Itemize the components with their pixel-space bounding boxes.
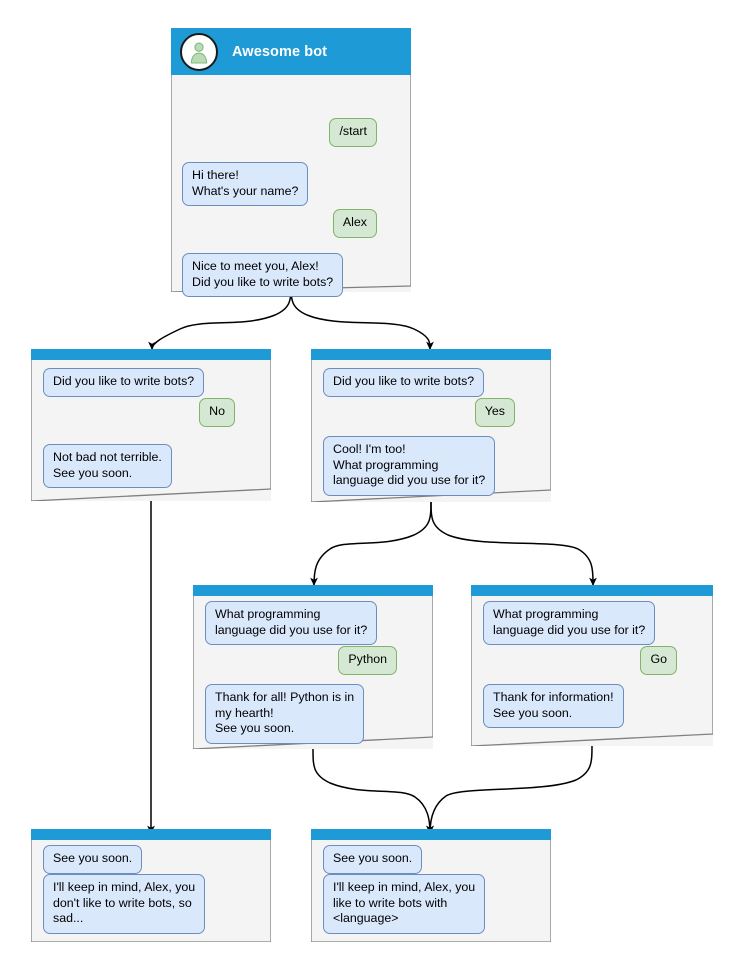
edge-yes-to-go: [430, 499, 597, 586]
edge-go-to-end-happy: [426, 744, 593, 834]
message-bubble[interactable]: Python: [338, 646, 397, 675]
message-bubble[interactable]: Did you like to write bots?: [323, 368, 485, 397]
card-yes-branch[interactable]: Did you like to write bots? Yes Cool! I'…: [311, 349, 551, 502]
message-bubble[interactable]: /start: [329, 118, 377, 147]
card-header-bar: [31, 829, 271, 840]
card-header-bar: [193, 585, 433, 596]
chat-body: See you soon. I'll keep in mind, Alex, y…: [311, 840, 551, 942]
edge-yes-to-python: [310, 499, 432, 586]
card-python-branch[interactable]: What programming language did you use fo…: [193, 585, 433, 749]
card-end-happy[interactable]: See you soon. I'll keep in mind, Alex, y…: [311, 829, 551, 942]
card-header-bar: [471, 585, 713, 596]
message-bubble[interactable]: Alex: [332, 209, 377, 238]
card-header-bar: [31, 349, 271, 360]
message-bubble[interactable]: Yes: [474, 398, 515, 427]
message-bubble[interactable]: Did you like to write bots?: [43, 368, 205, 397]
card-end-sad[interactable]: See you soon. I'll keep in mind, Alex, y…: [31, 829, 271, 942]
chat-body: What programming language did you use fo…: [193, 596, 433, 749]
card-go-branch[interactable]: What programming language did you use fo…: [471, 585, 713, 746]
message-bubble[interactable]: Not bad not terrible. See you soon.: [43, 444, 172, 488]
chat-body: What programming language did you use fo…: [471, 596, 713, 746]
chat-body: Did you like to write bots? No Not bad n…: [31, 360, 271, 501]
root-chat-body: /start Hi there! What's your name? Alex …: [171, 75, 411, 297]
message-bubble[interactable]: Nice to meet you, Alex! Did you like to …: [182, 253, 344, 297]
message-bubble[interactable]: Thank for information! See you soon.: [483, 684, 624, 728]
message-bubble[interactable]: Thank for all! Python is in my hearth! S…: [205, 684, 365, 744]
awesome-bot-root-card[interactable]: Awesome bot /start Hi there! What's your…: [171, 28, 411, 297]
message-bubble[interactable]: What programming language did you use fo…: [483, 601, 656, 645]
chat-body: See you soon. I'll keep in mind, Alex, y…: [31, 840, 271, 942]
message-bubble[interactable]: No: [199, 398, 235, 427]
bot-title: Awesome bot: [232, 43, 328, 60]
message-bubble[interactable]: See you soon.: [43, 845, 143, 874]
edge-python-to-end-happy: [312, 748, 434, 834]
card-header-bar: [311, 349, 551, 360]
card-no-branch[interactable]: Did you like to write bots? No Not bad n…: [31, 349, 271, 501]
person-avatar-icon: [180, 32, 218, 71]
root-card-header: Awesome bot: [171, 28, 411, 75]
person-glyph-icon: [190, 42, 208, 64]
message-bubble[interactable]: Cool! I'm too! What programming language…: [323, 436, 496, 496]
message-bubble[interactable]: See you soon.: [323, 845, 423, 874]
message-bubble[interactable]: Hi there! What's your name?: [182, 162, 309, 206]
message-bubble[interactable]: I'll keep in mind, Alex, you like to wri…: [323, 874, 486, 934]
card-header-bar: [311, 829, 551, 840]
message-bubble[interactable]: I'll keep in mind, Alex, you don't like …: [43, 874, 206, 934]
chat-body: Did you like to write bots? Yes Cool! I'…: [311, 360, 551, 502]
message-bubble[interactable]: What programming language did you use fo…: [205, 601, 378, 645]
message-bubble[interactable]: Go: [640, 646, 677, 675]
